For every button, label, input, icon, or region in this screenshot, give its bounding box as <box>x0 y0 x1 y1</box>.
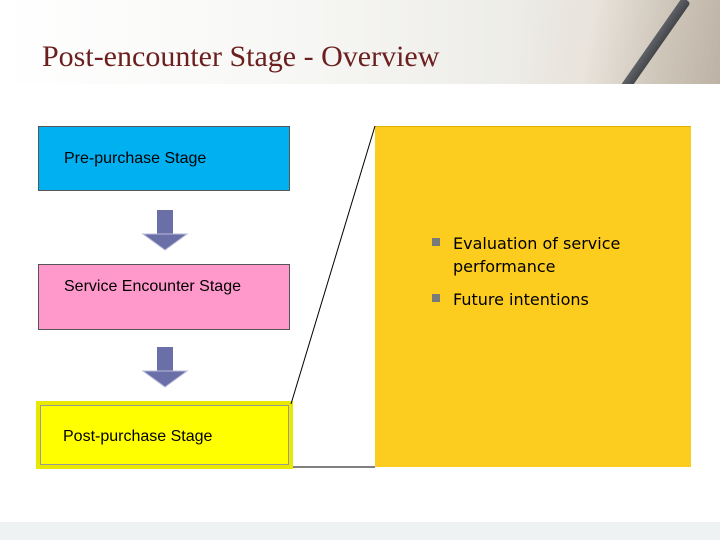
detail-panel <box>375 126 691 467</box>
bullet-text-evaluation: Evaluation of service performance <box>453 234 621 276</box>
stage-label-service-encounter: Service Encounter Stage <box>64 278 241 295</box>
stage-label-pre-purchase: Pre-purchase Stage <box>64 150 207 167</box>
square-bullet-icon <box>432 238 440 246</box>
bullet-item: Evaluation of service performance <box>432 232 682 278</box>
stage-box-post-purchase: Post-purchase Stage <box>36 401 293 469</box>
header-banner <box>0 0 720 84</box>
square-bullet-icon <box>432 294 440 302</box>
footer-bar <box>0 522 720 540</box>
page-title: Post-encounter Stage - Overview <box>42 40 440 73</box>
down-arrow-icon <box>141 347 189 388</box>
down-arrow-icon <box>141 210 189 251</box>
detail-bullet-list: Evaluation of service performance Future… <box>432 232 682 321</box>
pen-writing-photo <box>520 0 720 84</box>
pen-icon <box>619 0 691 84</box>
stage-box-service-encounter: Service Encounter Stage <box>38 264 290 330</box>
bullet-item: Future intentions <box>432 288 682 311</box>
stage-label-post-purchase: Post-purchase Stage <box>63 428 213 445</box>
stage-box-pre-purchase: Pre-purchase Stage <box>38 126 290 191</box>
bullet-text-future-intentions: Future intentions <box>453 290 589 309</box>
